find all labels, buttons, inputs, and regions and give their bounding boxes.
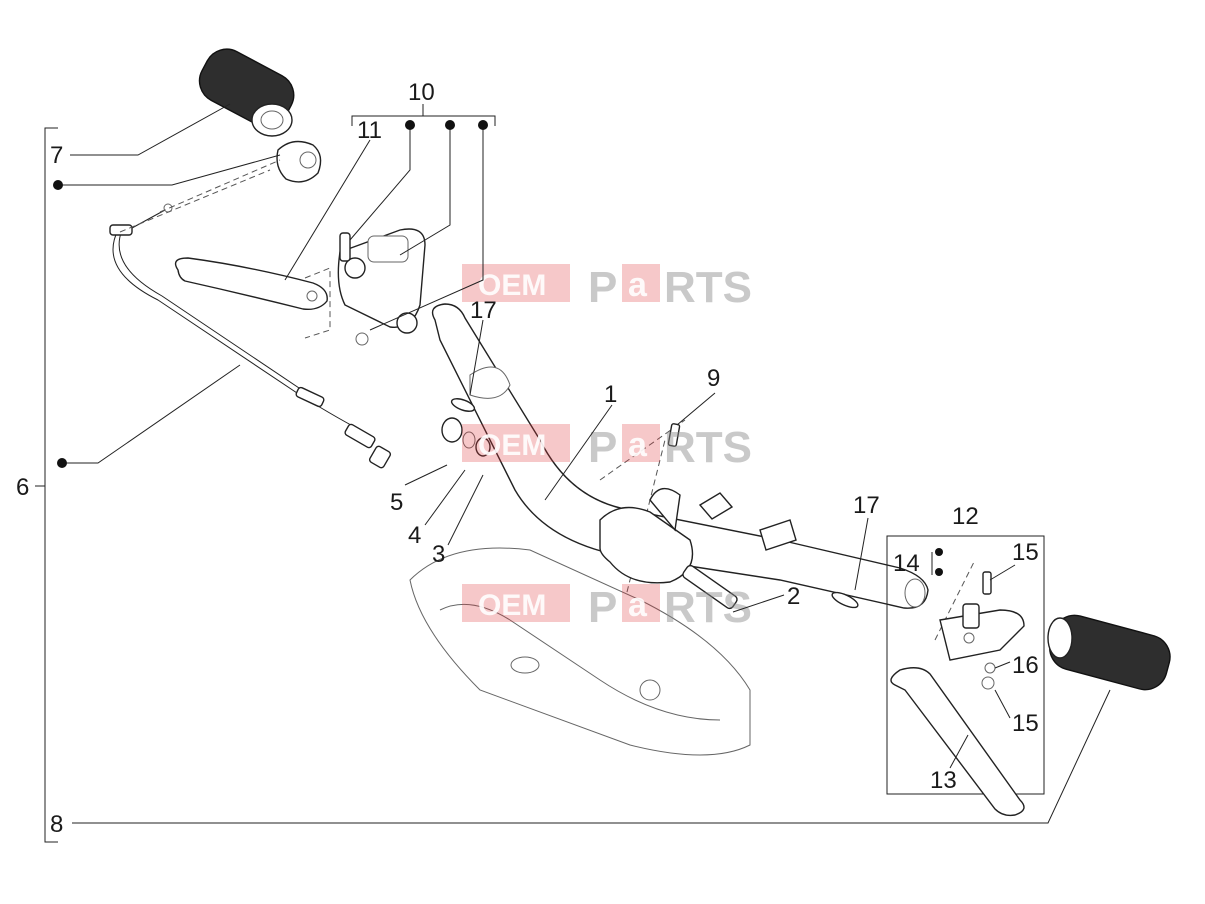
bolt-9	[667, 423, 681, 447]
svg-text:a: a	[628, 266, 648, 304]
left-brake-lever	[174, 257, 331, 339]
callout-15a: 15	[1012, 539, 1039, 566]
svg-text:RTS: RTS	[664, 583, 752, 632]
callout-16: 16	[1012, 652, 1039, 679]
callout-11: 11	[357, 117, 382, 144]
handlebar	[431, 303, 929, 609]
svg-text:a: a	[628, 426, 648, 464]
callout-7: 7	[50, 142, 63, 169]
clip-17	[450, 398, 859, 609]
callout-4: 4	[408, 522, 421, 549]
svg-text:a: a	[628, 586, 648, 624]
right-lever-box	[886, 535, 1045, 817]
bolt-2	[682, 564, 738, 610]
handlebar-cover	[409, 547, 751, 756]
svg-text:P: P	[588, 263, 617, 312]
svg-text:OEM: OEM	[478, 269, 546, 302]
callout-14: 14	[893, 550, 920, 577]
svg-text:OEM: OEM	[478, 589, 546, 622]
callout-labels: 1 2 3 4 5 6 7 8 9 10 11 12 13 14 15 15 1…	[16, 79, 1039, 838]
watermark: OEM P a RTS OEM P a RTS OEM P a RTS	[462, 263, 752, 632]
callout-10: 10	[408, 79, 435, 106]
right-grip	[1047, 614, 1171, 691]
svg-text:RTS: RTS	[664, 263, 752, 312]
svg-text:OEM: OEM	[478, 429, 546, 462]
svg-text:P: P	[588, 583, 617, 632]
callout-5: 5	[390, 489, 403, 516]
callout-8: 8	[50, 811, 63, 838]
callout-17a: 17	[470, 297, 497, 324]
master-cylinder	[337, 228, 426, 346]
callout-15b: 15	[1012, 710, 1039, 737]
callout-17b: 17	[853, 492, 880, 519]
reference-dots	[53, 120, 943, 576]
callout-2: 2	[787, 583, 800, 610]
leader-lines	[60, 103, 1111, 824]
switch-housing	[276, 140, 322, 183]
left-grip	[198, 48, 295, 137]
callout-13: 13	[930, 767, 957, 794]
callout-3: 3	[432, 541, 445, 568]
callout-6: 6	[16, 474, 29, 501]
svg-text:RTS: RTS	[664, 423, 752, 472]
washers-3-4-5	[441, 417, 491, 457]
svg-text:P: P	[588, 423, 617, 472]
callout-1: 1	[604, 381, 617, 408]
callout-12: 12	[952, 503, 979, 530]
callout-9: 9	[707, 365, 720, 392]
group-bracket-6	[35, 127, 58, 843]
